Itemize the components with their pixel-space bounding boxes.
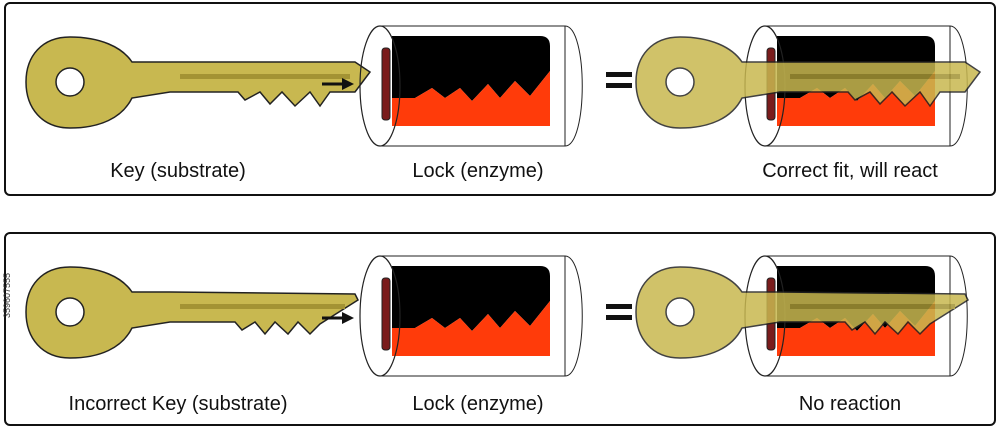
incorrect-key-icon: [25, 266, 359, 359]
key-icon: [25, 36, 371, 129]
result-caption: No reaction: [798, 393, 902, 415]
result-caption: Correct fit, will react: [762, 160, 938, 182]
equals-icon: [606, 304, 632, 320]
key-caption: Key (substrate): [110, 160, 246, 182]
lock-with-incorrect-key-icon: [635, 255, 969, 377]
lock-caption: Lock (enzyme): [412, 160, 544, 182]
lock-cylinder-icon: [359, 255, 583, 377]
lock-cylinder-icon: [359, 25, 583, 147]
watermark-id: 359607555: [2, 272, 12, 318]
lock-caption: Lock (enzyme): [412, 393, 544, 415]
equals-icon: [606, 72, 632, 88]
incorrect-key-caption: Incorrect Key (substrate): [68, 393, 288, 415]
lock-with-key-icon: [635, 25, 981, 147]
